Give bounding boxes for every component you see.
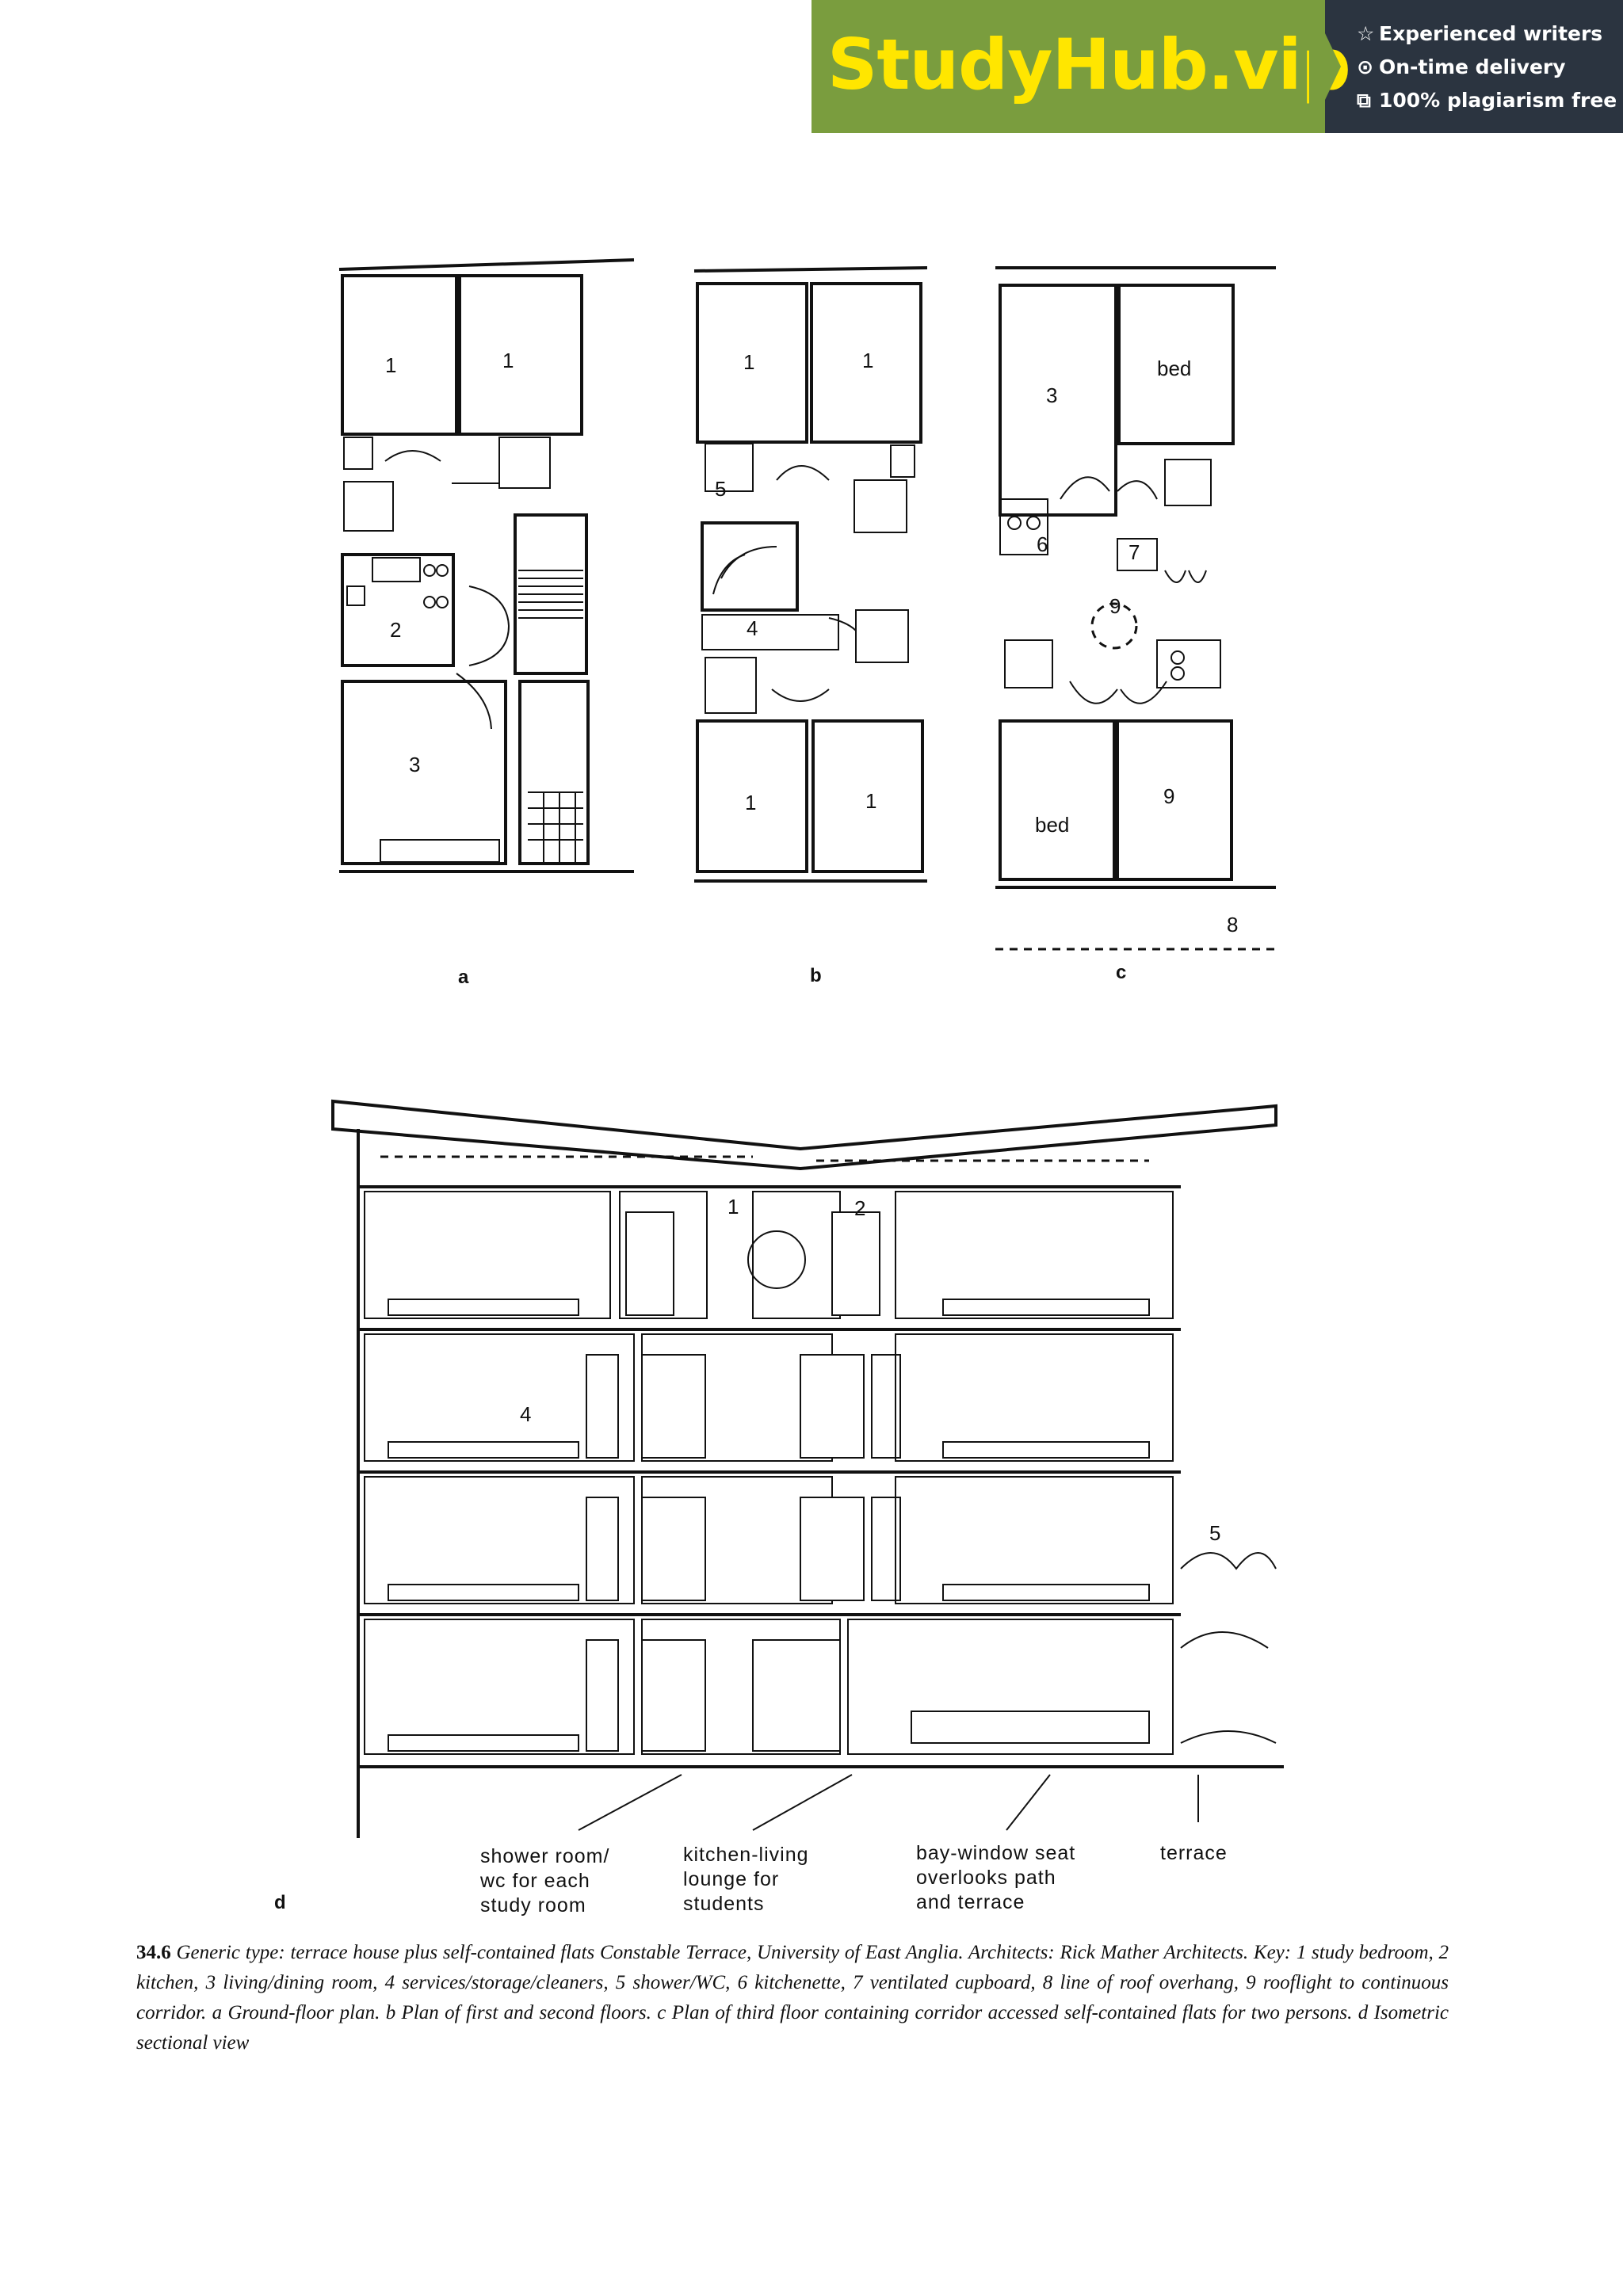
clock-icon: ⊙: [1357, 55, 1373, 78]
plan-a-drawing: [338, 258, 635, 873]
plan-a-letter: a: [458, 967, 469, 988]
section-label: 5: [1209, 1521, 1221, 1545]
annotation-kitchen-living: kitchen-living lounge for students: [683, 1844, 809, 1915]
plan-b-label: 1: [862, 349, 874, 372]
plan-c-label: 8: [1227, 913, 1239, 936]
banner-feature: ☆Experienced writers: [1357, 17, 1617, 51]
plan-b-label: 1: [745, 791, 757, 814]
section-d-drawing: [331, 1099, 1284, 1838]
plan-a-label: 1: [502, 349, 514, 372]
plan-b-label: 5: [715, 477, 727, 501]
caption-text: Generic type: terrace house plus self-co…: [136, 1942, 1449, 2054]
figure-caption: 34.6 Generic type: terrace house plus se…: [136, 1938, 1449, 2058]
banner-feature: ⧉ 100% plagiarism free: [1357, 84, 1617, 117]
section-d-letter: d: [274, 1892, 286, 1913]
banner-green-panel: [812, 0, 1325, 133]
banner-dark-panel: [1325, 0, 1623, 133]
banner-feature-text: 100% plagiarism free: [1379, 89, 1617, 112]
annotation-bay-window: bay-window seat overlooks path and terra…: [916, 1842, 1076, 1913]
plan-c-drawing: [995, 266, 1276, 951]
annotation-terrace: terrace: [1160, 1842, 1228, 1864]
banner-feature-text: On-time delivery: [1379, 55, 1566, 78]
banner-feature: ⊙ On-time delivery: [1357, 51, 1617, 84]
plan-b-letter: b: [810, 965, 822, 986]
plan-b-label: 4: [747, 616, 758, 640]
banner-arrow-notch: [1309, 0, 1341, 133]
ad-banner[interactable]: StudyHub.vip ☆Experienced writers ⊙ On-ti…: [812, 0, 1623, 133]
section-label: 2: [854, 1196, 866, 1220]
plan-b-label: 1: [743, 350, 755, 374]
plan-c-label: 7: [1128, 540, 1140, 564]
section-label: 4: [520, 1402, 532, 1426]
star-icon: ☆: [1357, 22, 1375, 45]
section-label: 1: [727, 1195, 739, 1219]
figure-number: 34.6: [136, 1942, 171, 1963]
plan-c-label: bed: [1035, 813, 1070, 837]
annotation-shower-room: shower room/ wc for each study room: [480, 1845, 610, 1917]
copy-icon: ⧉: [1357, 89, 1371, 112]
plan-c-label: 6: [1037, 532, 1048, 556]
plan-c-label: bed: [1157, 357, 1192, 380]
plan-b-drawing: [693, 266, 928, 883]
plan-c-label: 9: [1163, 784, 1175, 808]
banner-feature-list: ☆Experienced writers ⊙ On-time delivery ⧉…: [1357, 17, 1617, 117]
brand-logo-text[interactable]: StudyHub.vip: [827, 24, 1351, 105]
plan-c-letter: c: [1116, 962, 1127, 983]
plan-c-label: 3: [1046, 383, 1058, 407]
plan-c-label: 9: [1109, 594, 1121, 618]
banner-feature-text: Experienced writers: [1379, 22, 1603, 45]
plan-a-label: 3: [409, 753, 421, 776]
plan-b-label: 1: [865, 789, 877, 813]
plan-a-label: 1: [385, 353, 397, 377]
plan-a-label: 2: [390, 618, 402, 642]
